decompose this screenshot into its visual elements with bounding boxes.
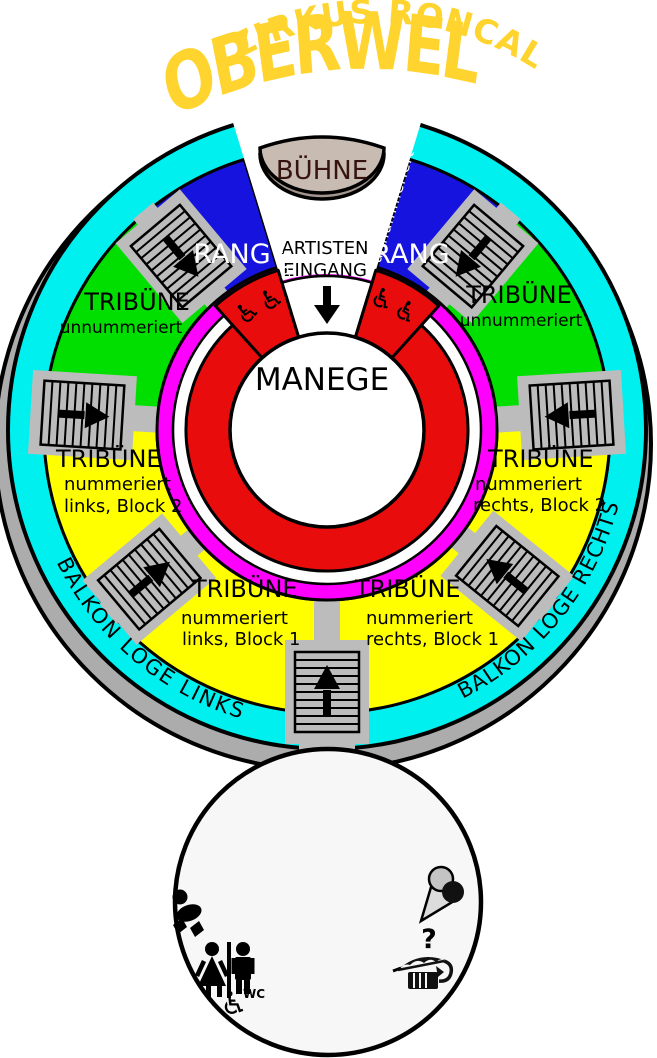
tribune-right-free-title: TRIBÜNE xyxy=(465,280,572,309)
ice-cream-icon xyxy=(418,865,464,924)
aisle-lower-left xyxy=(81,506,225,646)
aisle-lower-right xyxy=(431,503,576,643)
tribune-left-block1-title: TRIBÜNE xyxy=(191,574,298,603)
baby-changing-icon xyxy=(172,889,204,937)
umbrella-handle xyxy=(438,959,454,983)
toilets-icon xyxy=(194,942,255,998)
aisle-upper-right xyxy=(403,184,543,328)
accessible-wc-icon: ♿ WC xyxy=(220,986,265,1022)
artist-entrance-line2: EINGANG xyxy=(283,260,367,281)
aisle-left xyxy=(28,370,161,462)
stage-label: BÜHNE xyxy=(276,154,368,186)
svg-text:♿: ♿ xyxy=(220,986,248,1022)
tribune-right-block2-sub1: nummeriert xyxy=(475,474,582,495)
manege-label: MANEGE xyxy=(255,362,389,398)
tribune-left-block2-title: TRIBÜNE xyxy=(55,444,162,473)
tribune-left-block1-sub1: nummeriert xyxy=(181,608,288,629)
down-arrow-head xyxy=(314,305,340,324)
aisle-right xyxy=(493,370,626,462)
rang-right-label: RANG xyxy=(372,239,449,270)
tribune-left-free-title: TRIBÜNE xyxy=(83,287,190,316)
tribune-left-free-sub: unnummeriert xyxy=(60,318,183,338)
glove-icon xyxy=(408,972,438,989)
tribune-right-block2-title: TRIBÜNE xyxy=(487,444,594,473)
stage-shape xyxy=(258,135,386,195)
tribune-right-block1-title: TRIBÜNE xyxy=(354,574,461,603)
lost-and-found-icon: ? xyxy=(392,924,454,989)
tribune-right-block1-sub2: rechts, Block 1 xyxy=(366,629,499,650)
wc-label: WC xyxy=(243,987,265,1001)
tribune-right-free-sub: unnummeriert xyxy=(460,311,583,331)
umbrella-icon xyxy=(399,956,447,969)
tribune-right-block1-sub1: nummeriert xyxy=(366,608,473,629)
tribune-right-block2-sub2: rechts, Block 2 xyxy=(473,495,606,516)
question-mark: ? xyxy=(421,924,437,955)
aisle-bottom-exit xyxy=(285,598,369,755)
aisle-upper-left xyxy=(111,184,251,328)
artist-entrance-line1: ARTISTEN xyxy=(281,238,368,259)
tribune-left-block2-sub2: links, Block 2 xyxy=(64,496,183,517)
tribune-left-block1-sub2: links, Block 1 xyxy=(182,629,301,650)
stairs-icon xyxy=(285,640,369,744)
manege-circle xyxy=(228,331,426,529)
rang-left-label: RANG xyxy=(193,239,270,270)
tribune-left-block2-sub1: nummeriert xyxy=(64,474,171,495)
